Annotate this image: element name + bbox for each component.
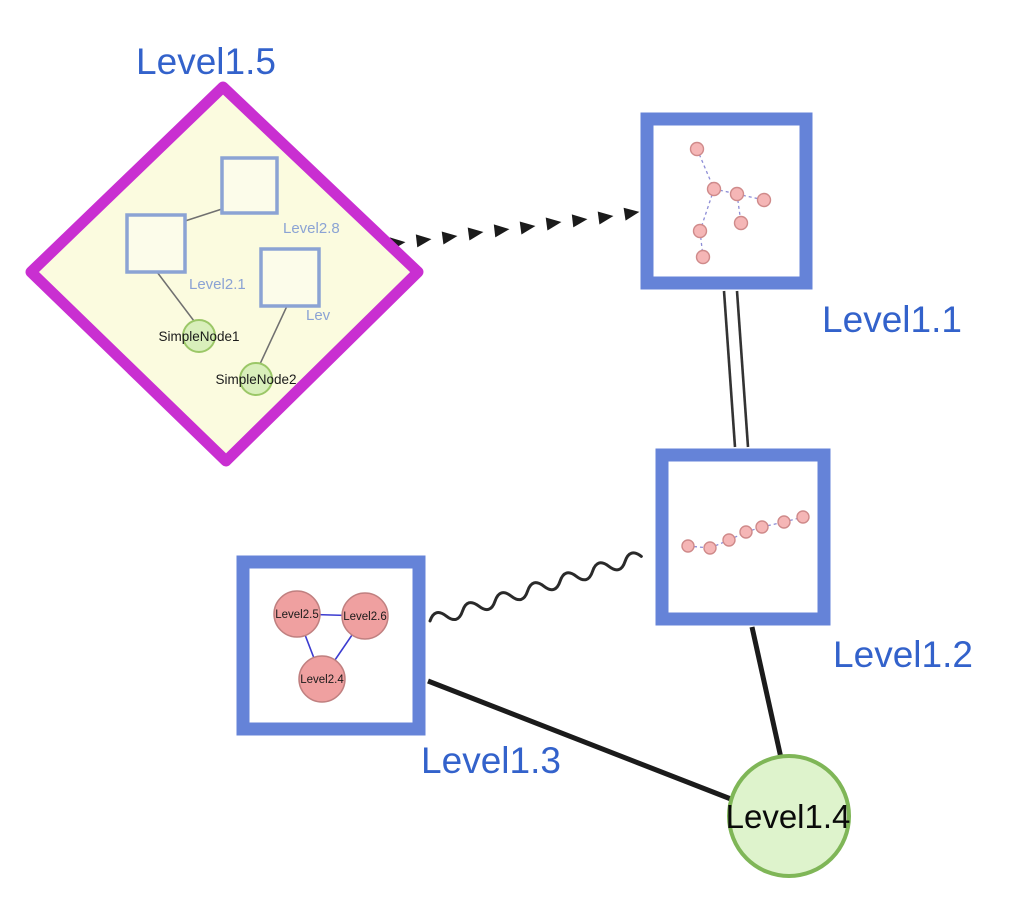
level1-5-label: Level1.5	[136, 41, 276, 82]
level1-3-label: Level1.3	[421, 740, 561, 781]
level2-4-label: Level2.4	[300, 674, 344, 686]
edge-level11-to-level12-double[interactable]	[722, 290, 750, 448]
mini-node[interactable]	[695, 249, 711, 265]
node-level1-3[interactable]: Level2.5 Level2.6 Level2.4	[236, 555, 426, 736]
simplenode2-label: SimpleNode2	[215, 372, 296, 387]
mini-node[interactable]	[681, 539, 695, 553]
node-level2-4[interactable]	[298, 655, 346, 703]
edge-level28-to-level21[interactable]	[184, 208, 223, 222]
mini-node[interactable]	[729, 186, 745, 202]
node-level1-2[interactable]	[655, 448, 831, 626]
mini-node[interactable]	[692, 223, 708, 239]
level1-4-circle[interactable]	[727, 754, 851, 878]
level1-1-mini-nodes	[689, 141, 772, 265]
simplenode1-label: SimpleNode1	[158, 329, 239, 344]
edge-level13-to-level14[interactable]	[427, 678, 737, 804]
node-level2-8[interactable]	[220, 156, 279, 215]
edge-level21-to-simplenode1[interactable]	[156, 271, 195, 322]
node-level2-6[interactable]	[341, 592, 389, 640]
level2-1-label: Level2.1	[189, 276, 246, 293]
level1-1-label: Level1.1	[822, 299, 962, 340]
level1-3-frame[interactable]	[236, 555, 426, 736]
mini-node[interactable]	[739, 525, 753, 539]
level2-5-label: Level2.5	[275, 609, 318, 621]
level2-trunc-label: Lev	[306, 307, 331, 324]
edge-lev-to-simplenode2[interactable]	[259, 305, 288, 365]
mini-node[interactable]	[689, 141, 705, 157]
level2-6-label: Level2.6	[343, 611, 386, 623]
mini-node[interactable]	[756, 192, 772, 208]
level1-2-label: Level1.2	[833, 634, 973, 675]
level1-2-mini-nodes	[681, 510, 810, 555]
mini-node[interactable]	[703, 541, 717, 555]
edge-level15-to-level11-arrow[interactable]	[389, 207, 640, 251]
node-level2-trunc[interactable]	[259, 247, 321, 308]
mini-node[interactable]	[777, 515, 791, 529]
mini-node[interactable]	[722, 533, 736, 547]
node-simplenode1[interactable]	[182, 319, 216, 353]
node-level1-1[interactable]	[640, 112, 813, 290]
node-level1-4[interactable]: Level1.4	[726, 754, 851, 878]
diamond-shape[interactable]	[25, 81, 424, 467]
node-simplenode2[interactable]	[239, 362, 273, 396]
mini-node[interactable]	[796, 510, 810, 524]
level2-8-label: Level2.8	[283, 220, 340, 237]
node-level1-5[interactable]: Level2.8 Level2.1 Lev SimpleNode1 Simple…	[25, 81, 424, 467]
mini-node[interactable]	[755, 520, 769, 534]
edge-level13-to-level12-wavy[interactable]	[428, 551, 643, 627]
level1-1-frame[interactable]	[640, 112, 813, 290]
mini-node[interactable]	[733, 215, 749, 231]
node-level2-1[interactable]	[125, 213, 187, 274]
edge-level12-to-level14[interactable]	[749, 626, 784, 759]
node-level2-5[interactable]	[273, 590, 321, 638]
level1-4-label: Level1.4	[726, 798, 851, 835]
mini-node[interactable]	[706, 181, 722, 197]
